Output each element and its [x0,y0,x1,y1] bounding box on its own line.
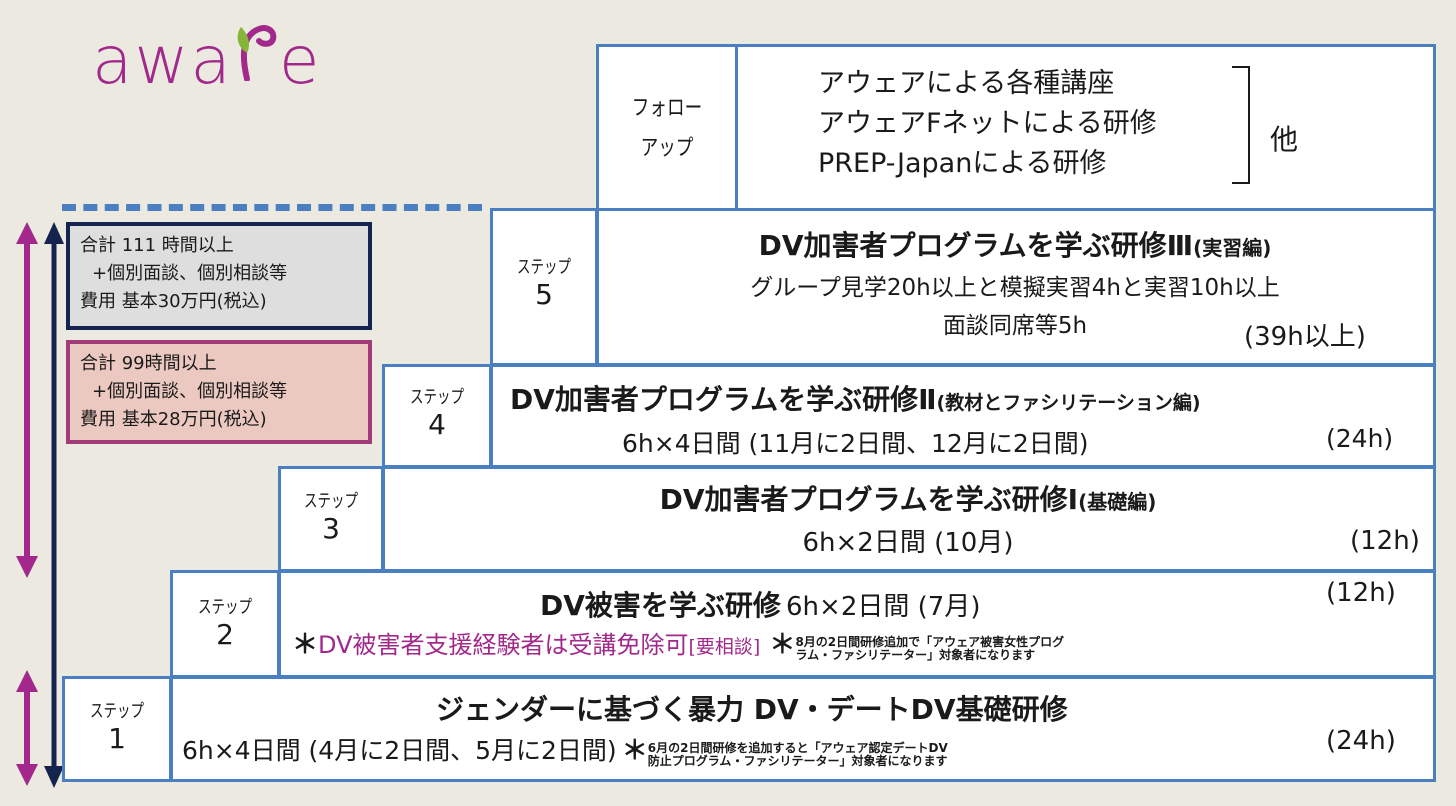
step2-note-line2: ラム・ファシリテーター」対象者になります [795,647,1036,662]
step4-title-row: DV加害者プログラムを学ぶ研修Ⅱ(教材とファシリテーション編) [510,378,1201,418]
step2-number: 2 [216,618,234,652]
step3-content: DV加害者プログラムを学ぶ研修Ⅰ(基礎編) 6h×2日間 (10月) [386,478,1430,559]
step2-title-row: DV被害を学ぶ研修 6h×2日間 (7月) [540,584,980,624]
step1-hours: (24h) [1326,726,1396,756]
summary-full-fee: 費用 基本30万円(税込) [80,291,267,312]
step5-title: DV加害者プログラムを学ぶ研修Ⅲ [758,229,1194,262]
summary-partial-fee: 費用 基本28万円(税込) [80,409,267,430]
summary-box-partial: 合計 99時間以上 +個別面談、個別相談等 費用 基本28万円(税込) [66,340,372,444]
step5-number: 5 [535,278,553,312]
summary-full-extras: +個別面談、個別相談等 [92,263,288,284]
follow-up-label-line1: フォロー [631,96,703,121]
step-word: ステップ [410,387,464,409]
logo-text-b: e [278,22,322,99]
step3-title-sub: (基礎編) [1078,490,1157,514]
follow-up-list: アウェアによる各種講座 アウェアFネットによる研修 PREP-Japanによる研… [818,64,1157,184]
step4-number: 4 [428,408,446,442]
step3-number: 3 [322,512,340,546]
step4-hours: (24h) [1326,424,1394,453]
step2-schedule: 6h×2日間 (7月) [786,592,981,622]
step4-label: ステップ 4 [385,370,489,460]
step2-label-box [170,570,280,678]
asterisk-icon: ＊ [769,630,796,660]
step5-detail: グループ見学20h以上と模擬実習4hと実習10h以上 [750,275,1280,301]
step3-hours: (12h) [1350,526,1420,556]
arrow-purple-lower [16,670,38,786]
step-word: ステップ [198,597,252,619]
asterisk-icon: ＊ [621,736,648,766]
summary-box-full: 合計 111 時間以上 +個別面談、個別相談等 費用 基本30万円(税込) [66,222,372,330]
logo-text-a: awa [92,22,233,99]
step2-label: ステップ 2 [173,580,277,670]
step1-title: ジェンダーに基づく暴力 DV・デートDV基礎研修 [436,693,1068,726]
follow-up-divider [735,44,738,212]
summary-partial-hours: 合計 99時間以上 [80,353,217,374]
follow-up-item: アウェアによる各種講座 [818,68,1115,99]
step5-title-sub: (実習編) [1193,236,1272,260]
step-word: ステップ [90,701,144,723]
step2-note: 8月の2日間研修追加で「アウェア被害女性プログラム・ファシリテーター」対象者にな… [795,634,1065,662]
step5-detail-2: 面談同席等5h [942,313,1088,339]
range-arrows [16,222,64,788]
step3-content-box [382,466,1436,572]
step-word: ステップ [304,491,358,513]
step1-detail-row: 6h×4日間 (4月に2日間、5月に2日間) ＊6月の2日間研修を追加すると「ア… [182,730,948,768]
arrow-navy [44,222,64,788]
step5-label: ステップ 5 [493,240,595,330]
step2-exemption-row: ＊DV被害者支援経験者は受講免除可[要相談] ＊8月の2日間研修追加で「アウェア… [292,624,1064,662]
step3-label-box [278,466,384,572]
follow-up-item: PREP-Japanによる研修 [818,148,1107,179]
step3-detail: 6h×2日間 (10月) [802,528,1014,558]
arrow-purple-upper [16,222,38,578]
step5-hours: (39h以上) [1244,322,1366,352]
step1-label: ステップ 1 [65,684,169,774]
follow-up-other: 他 [1270,123,1299,156]
step2-title: DV被害を学ぶ研修 [540,589,781,622]
step2-exemption: DV被害者支援経験者は受講免除可 [318,631,689,659]
leaf-icon [233,20,279,97]
step2-exemption-tag: [要相談] [688,636,761,658]
step1-number: 1 [108,722,126,756]
follow-up-item: アウェアFネットによる研修 [818,108,1157,139]
step1-note-line2: 防止プログラム・ファシリテーター」対象者になります [647,753,948,768]
step4-title-sub: (教材とファシリテーション編) [936,392,1201,414]
step4-title: DV加害者プログラムを学ぶ研修Ⅱ [510,383,937,416]
step3-label: ステップ 3 [281,474,381,564]
dashed-divider [62,204,482,211]
step1-detail: 6h×4日間 (4月に2日間、5月に2日間) [182,736,617,765]
step2-note-line1: 8月の2日間研修追加で「アウェア被害女性プログ [795,634,1065,649]
follow-up-label: フォロー アップ [600,82,734,176]
asterisk-icon: ＊ [292,630,319,660]
step-word: ステップ [517,257,571,279]
step3-title: DV加害者プログラムを学ぶ研修Ⅰ [659,483,1079,516]
summary-full-hours: 合計 111 時間以上 [80,235,234,256]
follow-up-bracket [1232,66,1250,184]
step5-label-box [490,208,598,366]
step1-content-box [170,676,1436,782]
step4-content-box [490,364,1436,468]
step4-detail: 6h×4日間 (11月に2日間、12月に2日間) [622,429,1089,458]
step1-label-box [62,676,172,782]
step2-hours: (12h) [1326,578,1396,608]
summary-partial-extras: +個別面談、個別相談等 [92,381,288,402]
follow-up-label-line2: アップ [640,136,694,161]
step1-note-line1: 6月の2日間研修を追加すると「アウェア認定デートDV [647,740,948,755]
step5-content: DV加害者プログラムを学ぶ研修Ⅲ(実習編) グループ見学20h以上と模擬実習4h… [600,224,1430,340]
